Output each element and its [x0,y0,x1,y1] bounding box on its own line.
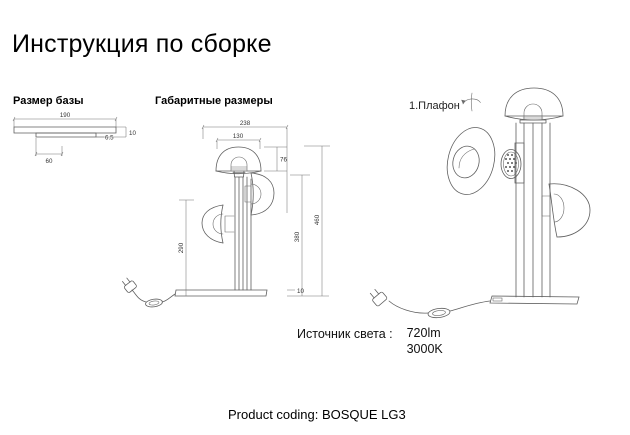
dim-base-lip: 6.5 [105,135,114,142]
page-title: Инструкция по сборке [12,30,272,58]
light-source-flux: 720lm [406,326,441,340]
power-cord [131,289,176,303]
dim-left-height: 290 [178,242,185,253]
top-shade [215,146,262,178]
dim-base-height: 10 [129,130,136,137]
rotation-arrow-icon [461,92,481,112]
dim-base-inner-width: 60 [46,158,53,165]
assembly-side-shade-right [541,183,591,238]
dim-total-width: 238 [240,120,251,127]
light-source-label: Источник света : [297,327,393,341]
base-dim-height: 10 [96,126,136,138]
base-dim-width: 190 [12,112,118,127]
light-source-temperature: 3000K [406,342,443,356]
assembly-top-shade [504,87,564,124]
lamp-dimension-drawing: 238 130 76 [122,120,330,308]
product-coding: Product coding: BOSQUE LG3 [228,407,406,422]
assembly-pole-cluster [515,122,551,298]
dim-mid-height-group: 380 [290,174,310,296]
base-size-label: Размер базы [13,95,84,107]
inline-switch [145,298,163,308]
side-shade-right [244,172,275,216]
dim-shade-width-group: 130 [215,133,262,149]
dim-shade-height: 76 [280,157,287,164]
dim-shade-width: 130 [233,133,244,140]
dim-left-height-group: 290 [178,199,194,296]
dim-base-thickness: 10 [297,288,304,295]
overall-size-label: Габаритные размеры [155,95,273,107]
dim-total-height: 460 [314,214,321,225]
light-source-info: Источник света : 720lm 3000K [297,326,443,356]
base-diagram: 190 6.5 10 60 [12,112,136,165]
base-dim-lip: 6.5 [96,135,114,142]
side-shade-left [201,204,235,244]
dim-base-width: 190 [60,112,71,119]
assembly-drawing [369,87,591,319]
dim-mid-height: 380 [294,231,301,242]
base-plate-profile [13,126,117,138]
dim-base-thickness-group: 10 [287,288,329,297]
lamp-base [174,289,268,297]
pole-cluster [234,176,252,291]
power-plug [122,277,137,293]
base-dim-inner-width: 60 [34,138,64,165]
led-module [500,142,525,184]
dim-total-width-group: 238 [201,120,289,213]
dim-shade-height-group: 76 [264,146,287,172]
assembly-power-plug [369,289,388,307]
step1-plafond-label: 1.Плафон [409,100,460,112]
assembly-inline-switch [427,307,451,319]
assembly-base [489,295,580,305]
dim-total-height-group: 460 [304,145,330,296]
detached-shade [446,127,496,195]
assembly-power-cord [388,300,491,314]
